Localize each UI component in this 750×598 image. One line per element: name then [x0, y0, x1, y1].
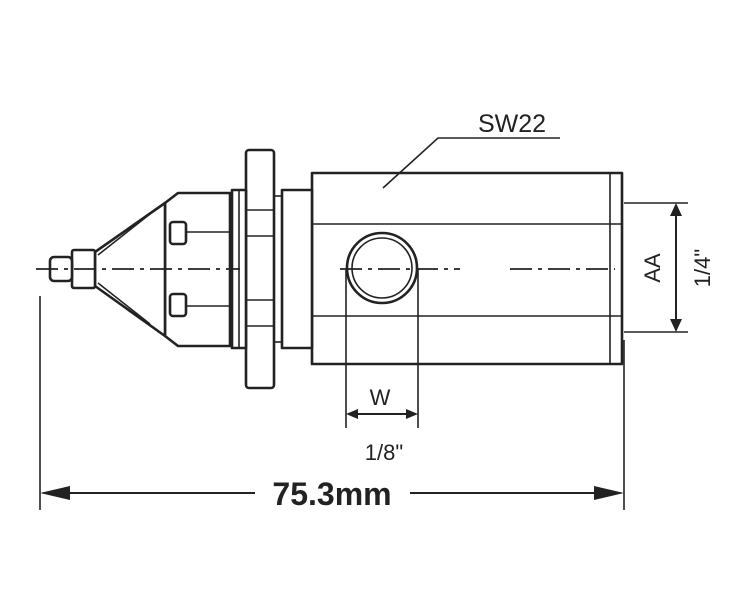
side-port: [345, 231, 419, 305]
wrench-size-callout: SW22: [382, 110, 560, 189]
w-label: W: [370, 385, 391, 410]
lock-nut-flange: [244, 148, 276, 390]
cone-inner-line-bottom: [97, 282, 151, 325]
port-dimension: W 1/8": [345, 268, 419, 465]
sw22-label: SW22: [478, 110, 546, 138]
overall-length-label: 75.3mm: [272, 476, 391, 512]
cap-nut-notch-top: [168, 220, 188, 246]
thread-dimension: AA 1/4": [624, 202, 715, 333]
overall-length-dimension: 75.3mm: [39, 296, 625, 512]
quarter-inch-label: 1/4": [690, 249, 715, 287]
lock-nut-shoulder: [280, 188, 314, 350]
cap-nut-notch-bottom: [168, 292, 188, 318]
length-arrow-left: [40, 486, 70, 500]
aa-label: AA: [640, 253, 665, 283]
cone-inner-line-top: [97, 213, 151, 256]
aa-arrow-bottom: [670, 319, 682, 332]
lock-nut: [230, 148, 314, 390]
w-arrow-left: [346, 409, 358, 419]
w-arrow-right: [406, 409, 418, 419]
side-port-thread-circle: [351, 237, 413, 299]
aa-arrow-top: [670, 203, 682, 216]
length-arrow-right: [594, 486, 624, 500]
side-port-circle: [345, 231, 419, 305]
eighth-inch-label: 1/8": [365, 440, 403, 465]
sw22-leader-line: [382, 137, 560, 189]
